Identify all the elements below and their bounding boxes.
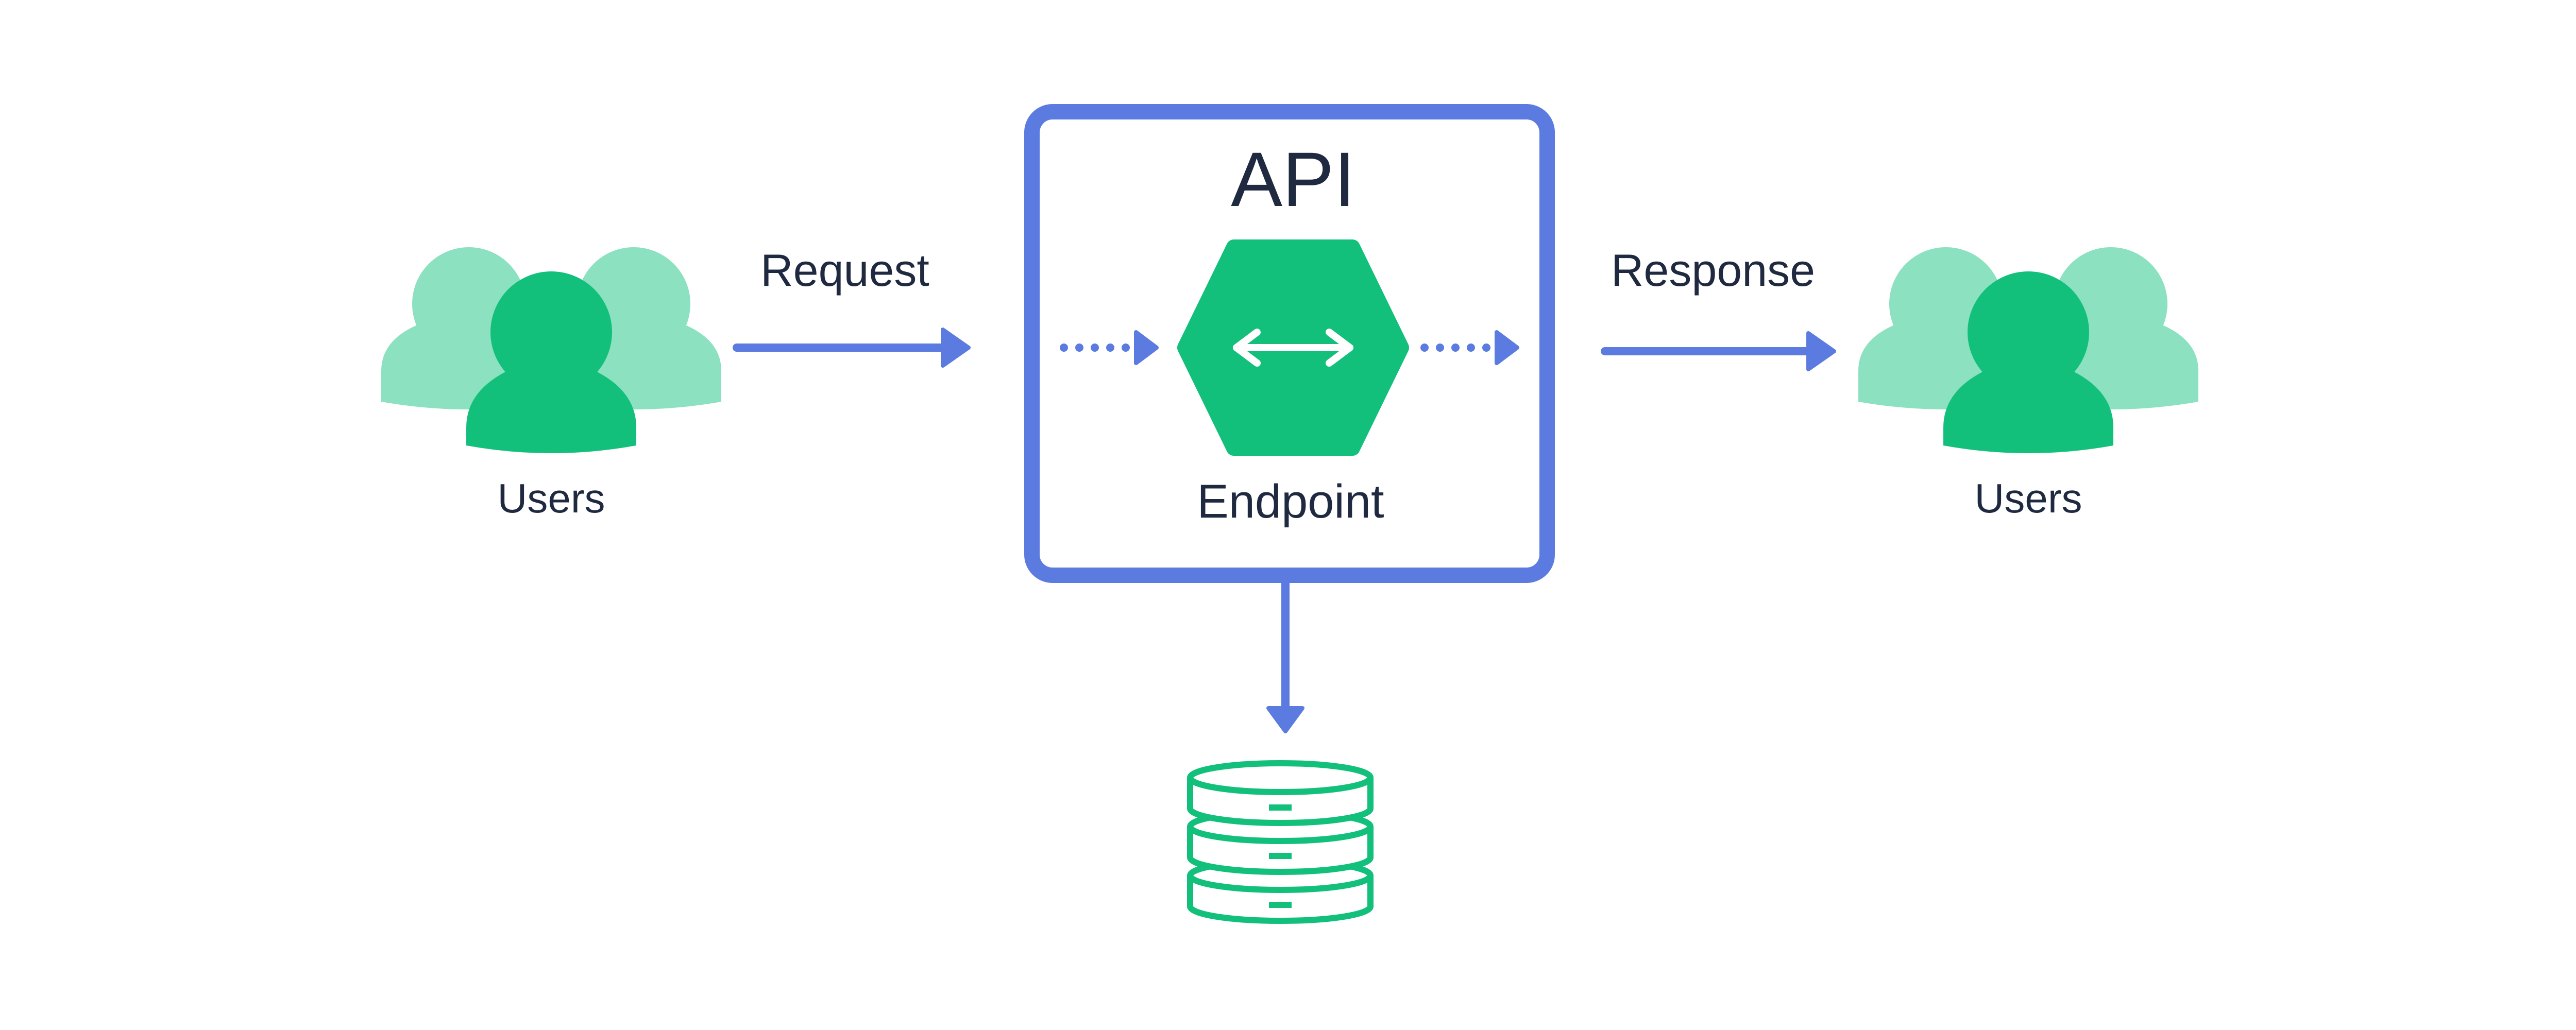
- endpoint-node: Endpoint: [1177, 239, 1409, 528]
- endpoint-in-dotted-arrow: [1060, 330, 1159, 365]
- request-flow: Request: [733, 245, 971, 368]
- database-arrow: [1266, 579, 1304, 733]
- database-stack-icon: [1187, 760, 1374, 924]
- response-label: Response: [1611, 245, 1815, 296]
- left-users-group: Users: [381, 247, 721, 521]
- users-group-icon: [381, 247, 721, 453]
- users-group-icon: [1858, 247, 2198, 453]
- endpoint-out-dotted-arrow: [1420, 330, 1519, 365]
- response-arrowhead: [1806, 331, 1836, 371]
- endpoint-label: Endpoint: [1197, 475, 1384, 528]
- api-title: API: [1231, 136, 1355, 222]
- right-users-label: Users: [1975, 475, 2082, 521]
- request-arrowhead: [941, 328, 971, 368]
- bidirectional-arrow-icon: [1233, 329, 1353, 367]
- request-label: Request: [760, 245, 929, 296]
- left-users-label: Users: [498, 475, 605, 521]
- response-flow: Response: [1601, 245, 1836, 371]
- api-box: API Endpoint: [1024, 104, 1555, 583]
- right-users-group: Users: [1858, 247, 2198, 521]
